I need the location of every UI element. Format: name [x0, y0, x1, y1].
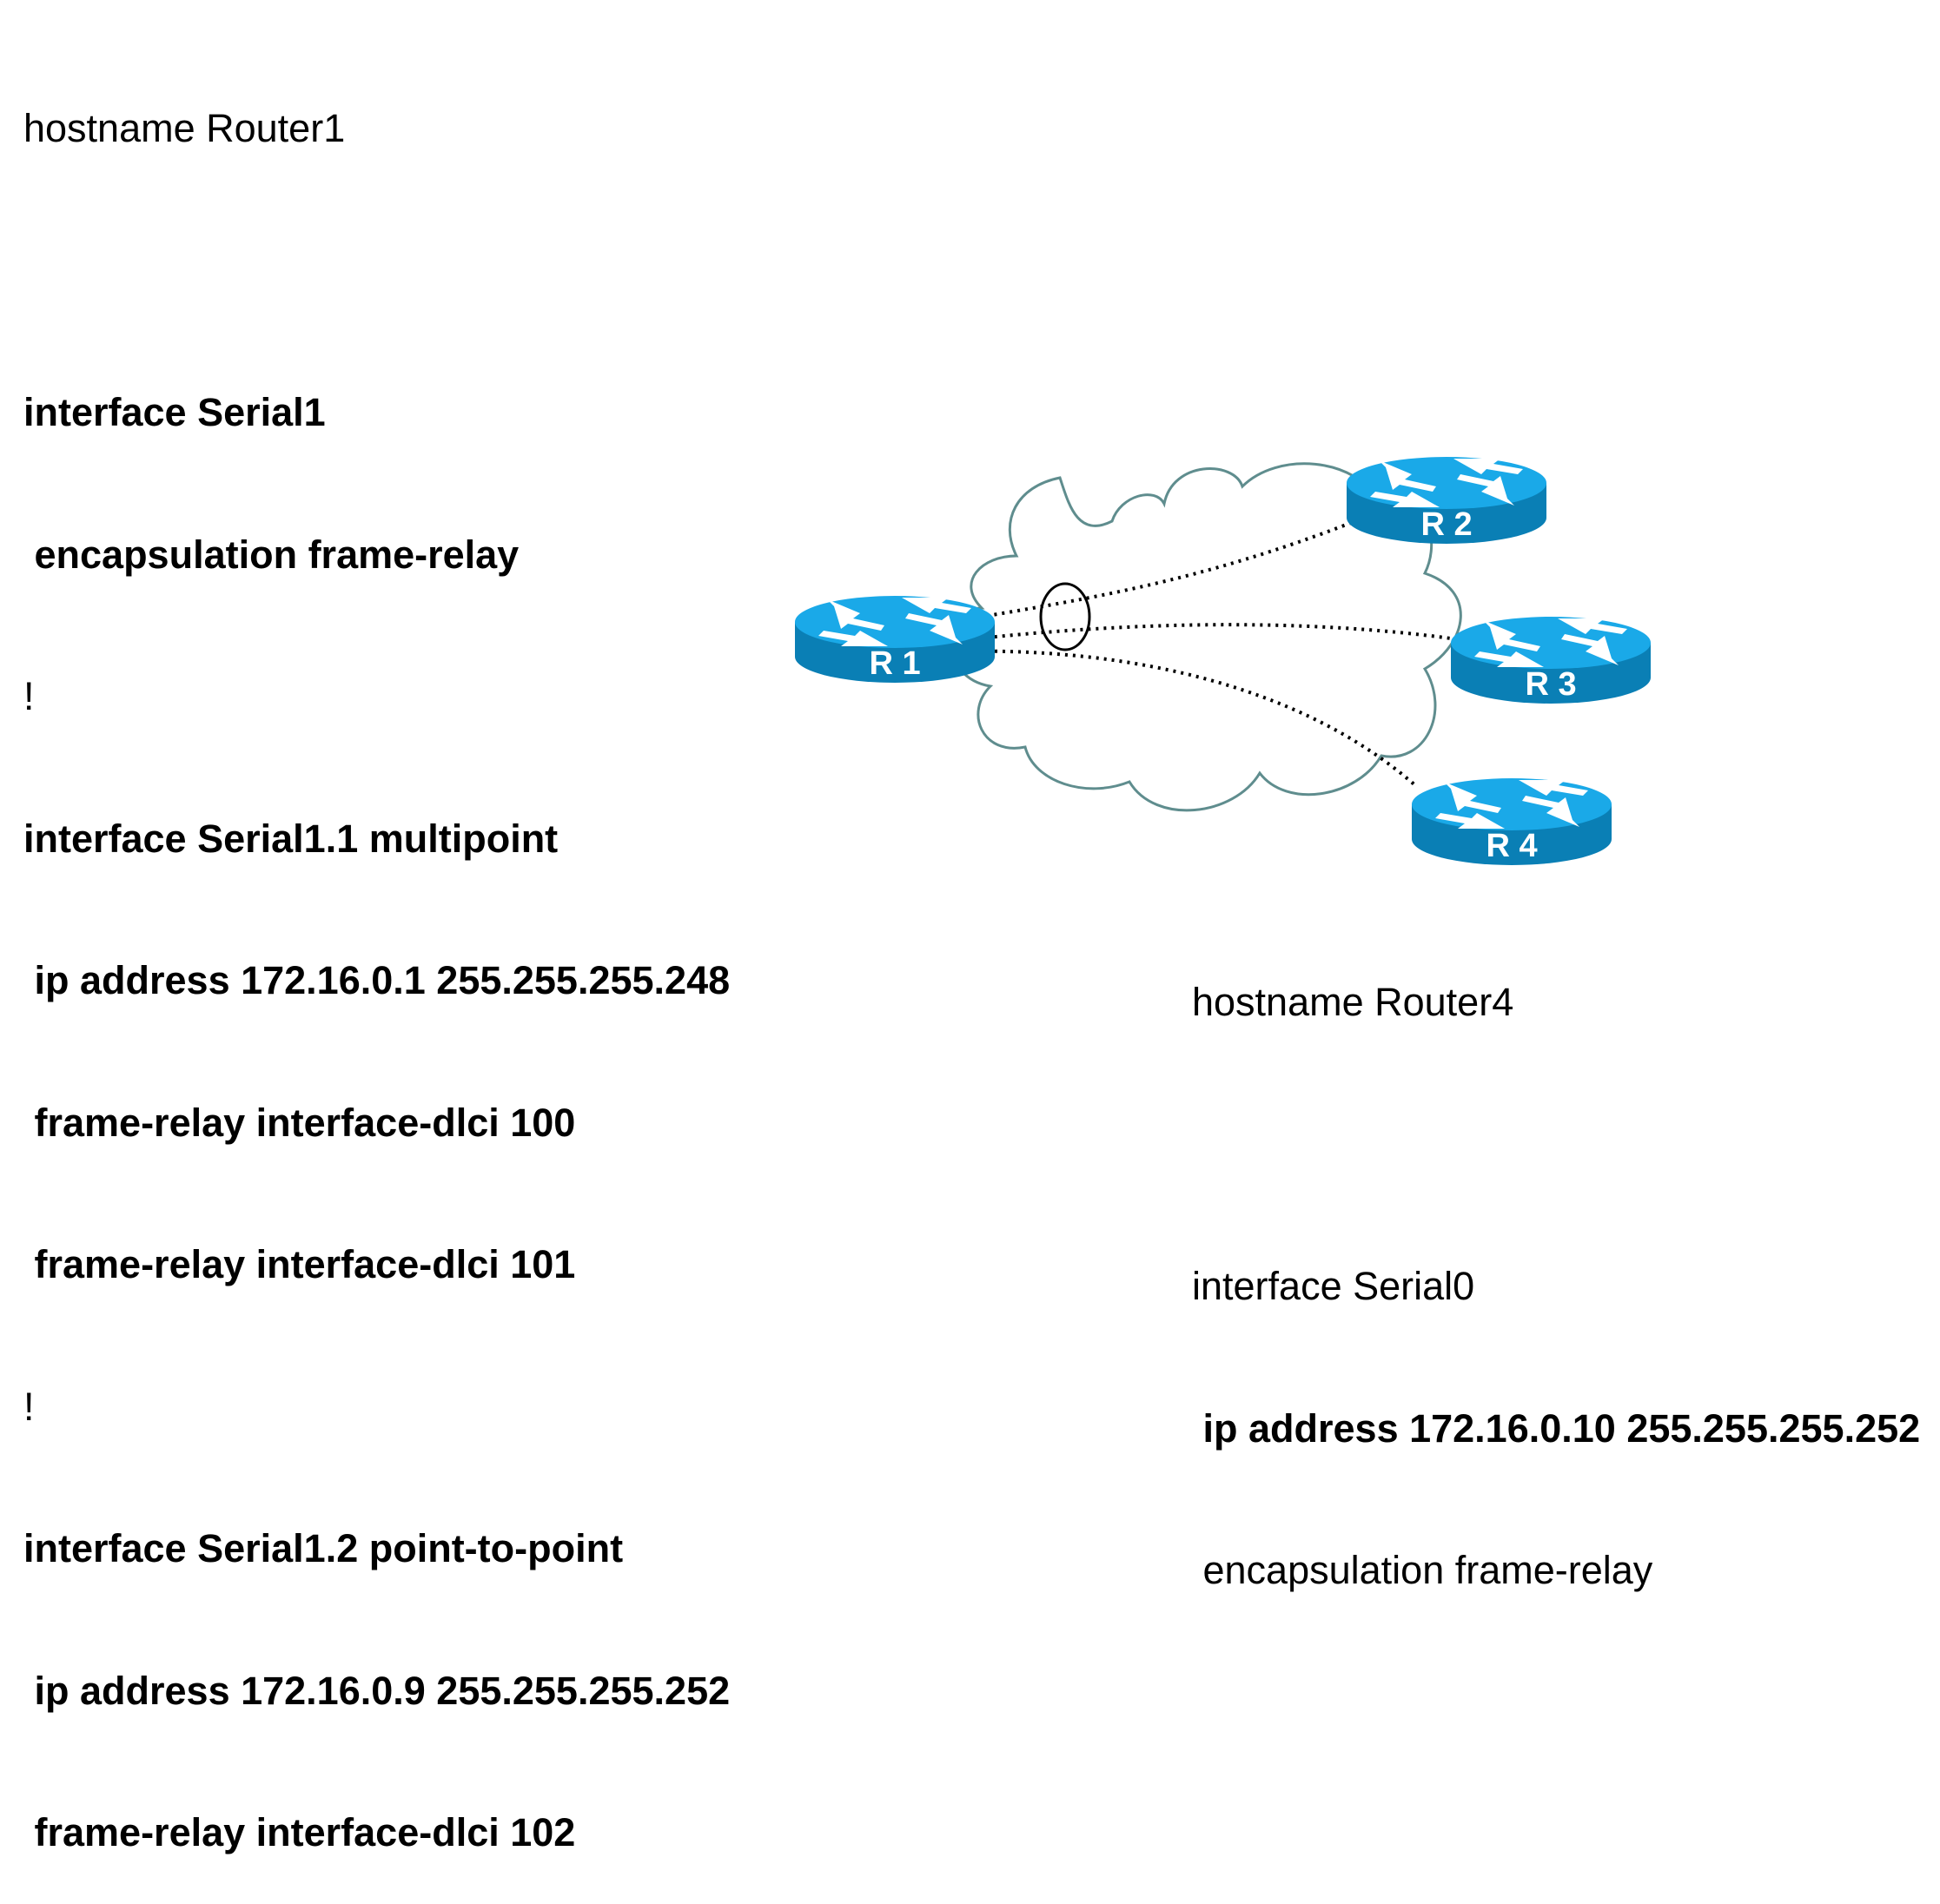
- router-r3-label: R 3: [1525, 666, 1576, 703]
- router-r1-icon: R 1: [795, 596, 995, 683]
- config-line: hostname Router1: [23, 106, 346, 150]
- config-line: encapsulation frame-relay: [23, 532, 520, 577]
- config-line: interface Serial1.1 multipoint: [23, 816, 559, 861]
- router-r4-icon: R 4: [1412, 778, 1612, 865]
- config-line: hostname Router4: [1192, 980, 1514, 1024]
- router-r2-icon: R 2: [1347, 457, 1546, 544]
- subinterface-circle: [1039, 582, 1091, 651]
- config-line: !: [23, 674, 35, 718]
- router-r1-label: R 1: [869, 645, 920, 682]
- config-line: !: [23, 1384, 35, 1429]
- pvc-r1-r4: [955, 649, 1418, 788]
- config-line: frame-relay interface-dlci 101: [23, 1242, 576, 1286]
- router-r2-label: R 2: [1420, 506, 1472, 543]
- network-diagram: R 1 R 2 R 3 R 4: [795, 457, 1651, 865]
- config-line: frame-relay interface-dlci 102: [23, 1810, 576, 1854]
- frame-relay-cloud: [949, 462, 1462, 812]
- config-line: [1192, 1121, 1920, 1169]
- config-line: ip address 172.16.0.9 255.255.255.252: [23, 1668, 731, 1713]
- router-r4-label: R 4: [1486, 828, 1537, 864]
- pvc-r1-r3: [955, 623, 1452, 643]
- config-line: interface Serial1: [23, 390, 326, 434]
- config-line: interface Serial0: [1192, 1264, 1475, 1308]
- pvc-links: [955, 519, 1452, 788]
- config-line: ip address 172.16.0.1 255.255.255.248: [23, 958, 731, 1002]
- config-line: ip address 172.16.0.10 255.255.255.252: [1192, 1405, 1921, 1451]
- config-line: encapsulation frame-relay: [1192, 1548, 1653, 1592]
- config-line: interface Serial1.2 point-to-point: [23, 1526, 624, 1570]
- router-r3-icon: R 3: [1451, 617, 1651, 704]
